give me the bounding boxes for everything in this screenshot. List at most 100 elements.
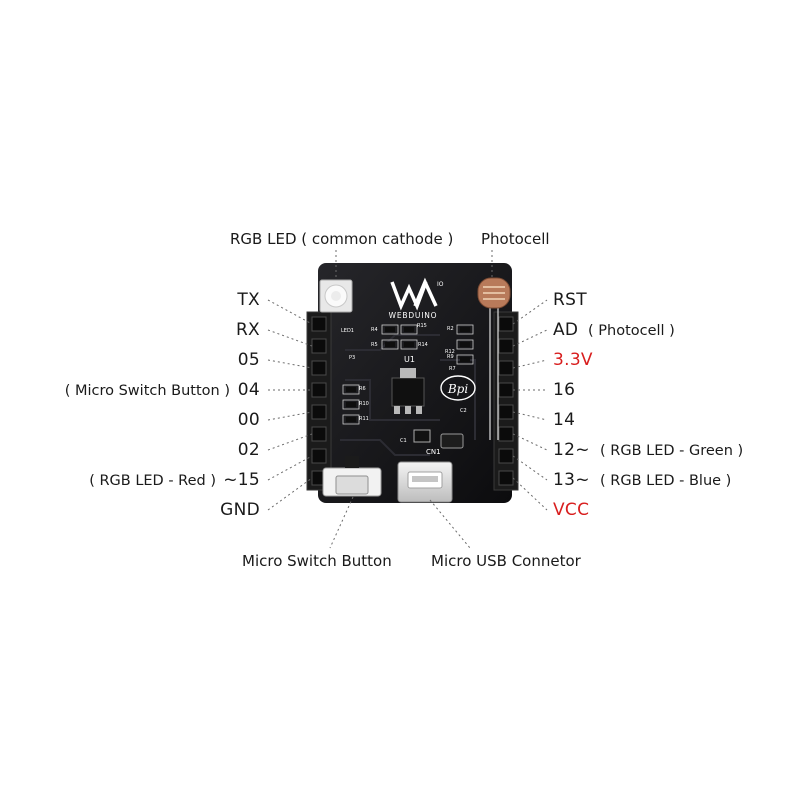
left-pin-note: ( RGB LED - Red ) xyxy=(89,473,216,489)
right-pin-label: AD xyxy=(553,320,579,340)
callout-line xyxy=(512,359,548,369)
silkscreen-ref: P3 xyxy=(349,355,355,361)
header-hole xyxy=(498,316,514,332)
logo-superscript: IO xyxy=(437,281,444,288)
left-pin-label: RX xyxy=(235,320,260,340)
micro-usb-connector: CN1 xyxy=(397,448,453,503)
right-pin-label: RST xyxy=(553,290,587,310)
callout-line xyxy=(512,329,548,347)
smd-resistor xyxy=(460,342,470,347)
smd-resistor xyxy=(346,417,356,422)
callout-line xyxy=(429,499,471,549)
silkscreen-ref: R5 xyxy=(371,342,378,348)
right-pin-note: ( Photocell ) xyxy=(588,323,675,339)
left-pin-label: ~15 xyxy=(223,470,260,490)
smd-resistor xyxy=(460,327,470,332)
smd-outline xyxy=(342,384,360,395)
silkscreen-ref: R11 xyxy=(359,416,369,422)
header-hole xyxy=(311,426,327,442)
callout-line xyxy=(329,496,354,549)
cn1-label: CN1 xyxy=(426,448,441,456)
callout-line xyxy=(512,433,548,451)
silkscreen-led-ref: LED1 xyxy=(341,328,354,334)
callout-line xyxy=(267,433,313,451)
smd-outline xyxy=(400,339,418,350)
left-pin-label: 00 xyxy=(237,410,260,430)
callout-lines xyxy=(267,250,548,549)
header-hole xyxy=(498,338,514,354)
u1-label: U1 xyxy=(404,355,415,364)
silkscreen-ref: R14 xyxy=(418,342,428,348)
callout-line xyxy=(267,477,313,511)
left-pin-label: 02 xyxy=(237,440,260,460)
left-pin-label: 05 xyxy=(237,350,260,370)
callout-line xyxy=(267,411,313,421)
right-pin-label-power: 3.3V xyxy=(553,350,593,370)
header-hole xyxy=(311,360,327,376)
smd-outline xyxy=(456,354,474,365)
callout-line xyxy=(267,455,313,481)
header-hole xyxy=(498,470,514,486)
header-hole xyxy=(498,426,514,442)
silkscreen-ref: C1 xyxy=(400,438,407,444)
micro-switch xyxy=(322,456,382,497)
left-header-strip xyxy=(306,311,332,491)
right-pin-note: ( RGB LED - Blue ) xyxy=(600,473,732,489)
photocell-sensor xyxy=(477,277,511,440)
right-pin-label: 16 xyxy=(553,380,576,400)
label-photocell: Photocell xyxy=(481,230,550,248)
left-pin-label: 04 xyxy=(237,380,260,400)
smd-resistor xyxy=(346,387,356,392)
right-pin-label: 12~ xyxy=(553,440,590,460)
left-pin-label: GND xyxy=(220,500,260,520)
capacitor-c1 xyxy=(413,429,464,449)
right-pin-label: 13~ xyxy=(553,470,590,490)
silkscreen-ref: R9 xyxy=(447,354,454,360)
smd-resistor xyxy=(460,357,470,362)
smd-outline xyxy=(456,339,474,350)
label-micro-usb: Micro USB Connetor xyxy=(431,552,581,570)
silkscreen-ref: R15 xyxy=(417,323,427,329)
header-hole xyxy=(311,382,327,398)
callout-line xyxy=(512,411,548,421)
smd-resistor xyxy=(346,402,356,407)
header-hole xyxy=(311,448,327,464)
smd-outline xyxy=(381,339,399,350)
silkscreen-ref: C2 xyxy=(460,408,467,414)
silkscreen-ref: R6 xyxy=(359,386,366,392)
bpi-mark: Bpi xyxy=(440,375,476,401)
right-pin-note: ( RGB LED - Green ) xyxy=(600,443,744,459)
webduino-logo: IO WEBDUINO xyxy=(389,277,444,320)
smd-outline xyxy=(456,324,474,335)
smd-outline xyxy=(381,324,399,335)
right-pin-label: 14 xyxy=(553,410,576,430)
callout-line xyxy=(267,359,313,369)
smd-outline xyxy=(400,324,418,335)
silkscreen-ref: R12 xyxy=(445,349,455,355)
silkscreen-ref: R10 xyxy=(359,401,369,407)
u1-regulator: U1 xyxy=(391,355,425,414)
right-pin-label-power: VCC xyxy=(553,500,590,520)
header-hole xyxy=(498,360,514,376)
header-hole xyxy=(498,404,514,420)
smd-resistor xyxy=(385,327,395,332)
left-pin-label: TX xyxy=(237,290,260,310)
silkscreen-ref: R7 xyxy=(449,366,456,372)
label-rgb-led: RGB LED ( common cathode ) xyxy=(230,230,454,248)
header-hole xyxy=(311,316,327,332)
header-hole xyxy=(311,404,327,420)
silkscreen-ref: R2 xyxy=(447,326,454,332)
rgb-led xyxy=(319,279,353,313)
header-hole xyxy=(498,382,514,398)
smd-resistor xyxy=(404,327,414,332)
callout-line xyxy=(267,299,313,325)
smd-resistor xyxy=(385,342,395,347)
label-micro-switch: Micro Switch Button xyxy=(242,552,392,570)
header-hole xyxy=(498,448,514,464)
left-pin-note: ( Micro Switch Button ) xyxy=(64,383,230,399)
brand-text: WEBDUINO xyxy=(389,311,438,320)
bpi-text: Bpi xyxy=(447,382,469,396)
callout-line xyxy=(267,329,313,347)
